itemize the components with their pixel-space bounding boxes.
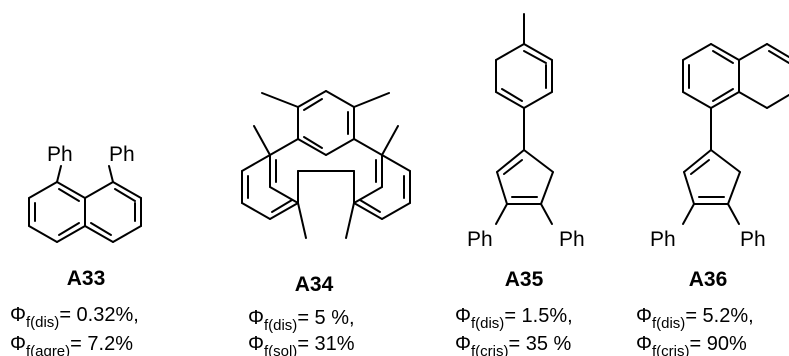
a35-substituent-left: Ph xyxy=(467,228,493,251)
a33-quantum-yield-1: Φf(dis)= 0.32%, xyxy=(10,304,139,331)
a36-compound-label: A36 xyxy=(689,268,728,291)
structure-a36: Ph Ph xyxy=(650,43,789,251)
structure-a33: Ph Ph xyxy=(28,143,142,243)
a34-quantum-yield-2: Φf(sol)= 31% xyxy=(248,333,355,356)
structure-a35: Ph Ph xyxy=(467,13,585,251)
a35-compound-label: A35 xyxy=(505,268,544,291)
structure-a34 xyxy=(241,90,411,239)
a35-quantum-yield-2: Φf(cris)= 35 % xyxy=(455,333,572,356)
a36-quantum-yield-1: Φf(dis)= 5.2%, xyxy=(636,305,754,332)
a33-substituent-right: Ph xyxy=(109,143,135,166)
a35-substituent-right: Ph xyxy=(559,228,585,251)
a34-quantum-yield-1: Φf(dis)= 5 %, xyxy=(248,307,355,334)
a33-quantum-yield-2: Φf(agre)= 7.2% xyxy=(10,333,133,356)
a36-substituent-right: Ph xyxy=(740,228,766,251)
a36-quantum-yield-2: Φf(cris)= 90% xyxy=(636,333,747,356)
a34-compound-label: A34 xyxy=(295,273,334,296)
a36-substituent-left: Ph xyxy=(650,228,676,251)
a33-substituent-left: Ph xyxy=(47,143,73,166)
a33-compound-label: A33 xyxy=(67,267,106,290)
a35-quantum-yield-1: Φf(dis)= 1.5%, xyxy=(455,305,573,332)
